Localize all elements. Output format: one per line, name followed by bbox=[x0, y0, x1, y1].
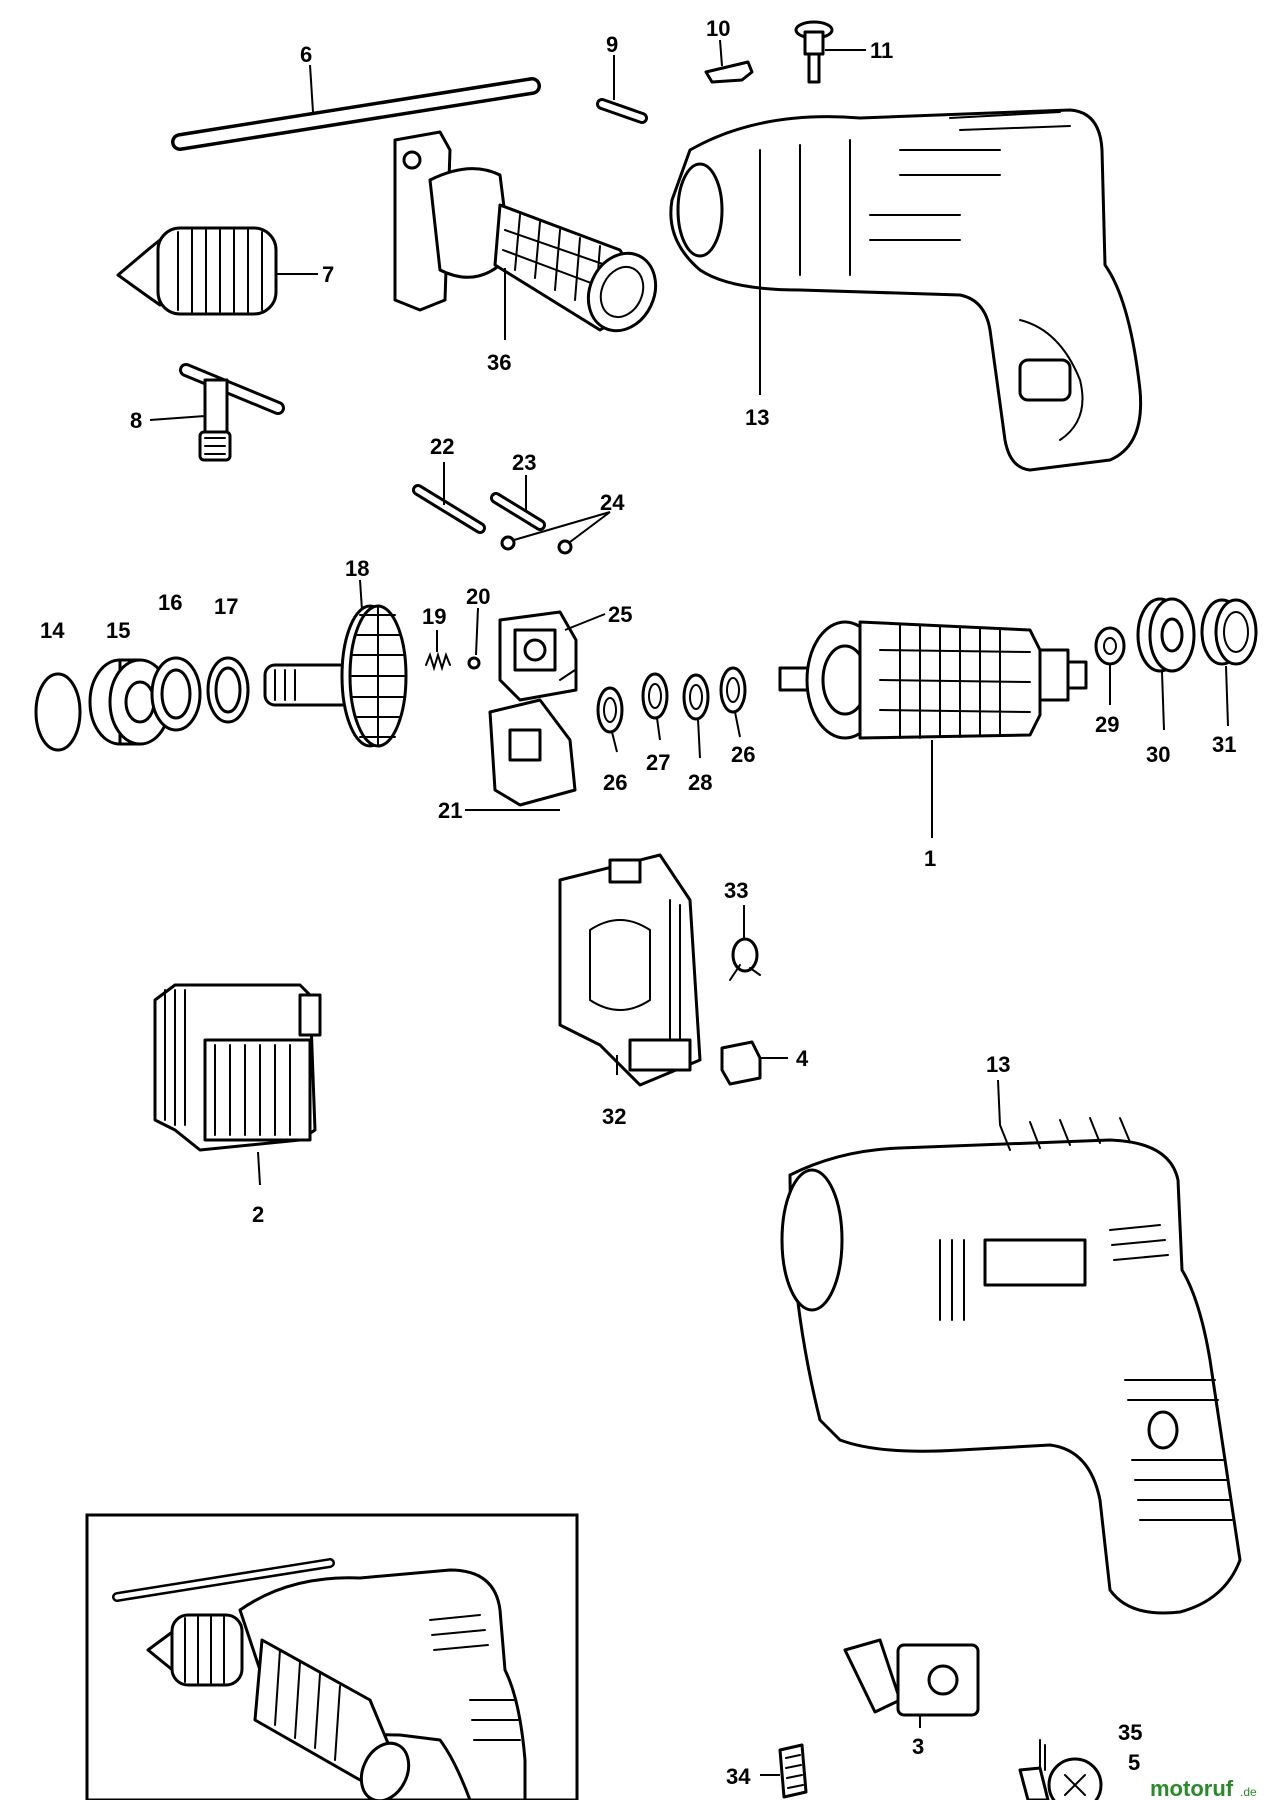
label-5: 5 bbox=[1128, 1750, 1140, 1775]
label-7: 7 bbox=[322, 262, 334, 287]
part-23-screw[interactable] bbox=[490, 475, 546, 531]
part-14-o-ring[interactable] bbox=[34, 672, 82, 752]
label-17: 17 bbox=[214, 594, 238, 619]
part-25-switch-block[interactable] bbox=[498, 610, 606, 702]
part-6-depth-rod[interactable] bbox=[171, 64, 541, 151]
part-labels: 6 9 10 11 7 36 13 8 22 23 24 18 20 25 14… bbox=[40, 16, 1236, 1789]
part-8-chuck-key[interactable] bbox=[149, 363, 285, 462]
inset-assembled-drill bbox=[85, 1513, 579, 1800]
part-26-washer-b[interactable] bbox=[719, 666, 747, 738]
label-16: 16 bbox=[158, 590, 182, 615]
label-35: 35 bbox=[1118, 1720, 1142, 1745]
part-2-stator-field[interactable] bbox=[153, 983, 322, 1186]
label-34: 34 bbox=[726, 1764, 751, 1789]
label-25: 25 bbox=[608, 602, 632, 627]
watermark-suffix: .de bbox=[1240, 1785, 1257, 1799]
label-2: 2 bbox=[252, 1202, 264, 1227]
part-36-side-handle[interactable] bbox=[393, 130, 668, 342]
part-34-filter-block[interactable] bbox=[760, 1743, 808, 1799]
part-31-sleeve[interactable] bbox=[1200, 598, 1258, 727]
label-29: 29 bbox=[1095, 712, 1119, 737]
part-9-screw[interactable] bbox=[596, 55, 648, 124]
label-18: 18 bbox=[345, 556, 369, 581]
part-10-clip[interactable] bbox=[704, 39, 754, 84]
label-13-bottom: 13 bbox=[986, 1052, 1010, 1077]
label-6: 6 bbox=[300, 42, 312, 67]
label-24: 24 bbox=[600, 490, 625, 515]
part-33-spring-clip[interactable] bbox=[729, 905, 761, 981]
part-1-armature[interactable] bbox=[778, 620, 1088, 838]
label-32: 32 bbox=[602, 1104, 626, 1129]
label-22: 22 bbox=[430, 434, 454, 459]
part-3-switch[interactable] bbox=[843, 1638, 980, 1728]
part-28-washer[interactable] bbox=[682, 673, 710, 759]
part-24-washers[interactable] bbox=[500, 511, 611, 555]
label-31: 31 bbox=[1212, 732, 1236, 757]
part-22-screw[interactable] bbox=[412, 462, 486, 534]
label-3: 3 bbox=[912, 1734, 924, 1759]
part-20-ball[interactable] bbox=[467, 607, 481, 670]
label-20: 20 bbox=[466, 584, 490, 609]
part-18-gear-shaft[interactable] bbox=[263, 579, 408, 748]
label-4: 4 bbox=[796, 1046, 809, 1071]
label-14: 14 bbox=[40, 618, 65, 643]
part-27-washer[interactable] bbox=[641, 672, 669, 741]
part-30-bearing[interactable] bbox=[1136, 597, 1196, 731]
part-32-brush-holder[interactable] bbox=[558, 853, 702, 1087]
part-29-washer[interactable] bbox=[1094, 626, 1126, 705]
label-13-top: 13 bbox=[745, 405, 769, 430]
part-35-cable-guard[interactable] bbox=[1018, 1739, 1103, 1800]
part-4-carbon-brush[interactable] bbox=[720, 1040, 788, 1086]
part-7-chuck[interactable] bbox=[116, 226, 318, 316]
label-21: 21 bbox=[438, 798, 462, 823]
label-23: 23 bbox=[512, 450, 536, 475]
watermark: motoruf .de bbox=[1150, 1776, 1257, 1800]
label-1: 1 bbox=[924, 846, 936, 871]
label-15: 15 bbox=[106, 618, 130, 643]
label-33: 33 bbox=[724, 878, 748, 903]
label-11: 11 bbox=[870, 38, 893, 63]
label-27: 27 bbox=[646, 750, 670, 775]
label-28: 28 bbox=[688, 770, 712, 795]
label-10: 10 bbox=[706, 16, 730, 41]
part-21-cover[interactable] bbox=[465, 698, 577, 811]
label-26a: 26 bbox=[603, 770, 627, 795]
part-16-ring[interactable] bbox=[150, 656, 202, 732]
part-13-housing-half[interactable] bbox=[669, 108, 1143, 472]
label-8: 8 bbox=[130, 408, 142, 433]
part-26-washer-a[interactable] bbox=[596, 686, 624, 753]
label-9: 9 bbox=[606, 32, 618, 57]
part-19-spring[interactable] bbox=[425, 630, 451, 672]
part-13-housing-assembled[interactable] bbox=[780, 1079, 1242, 1615]
label-30: 30 bbox=[1146, 742, 1170, 767]
watermark-brand: motoruf bbox=[1150, 1776, 1234, 1800]
label-19: 19 bbox=[422, 604, 446, 629]
label-26b: 26 bbox=[731, 742, 755, 767]
part-11-knob-screw[interactable] bbox=[794, 20, 866, 84]
label-36: 36 bbox=[487, 350, 511, 375]
part-17-washer[interactable] bbox=[206, 656, 250, 724]
